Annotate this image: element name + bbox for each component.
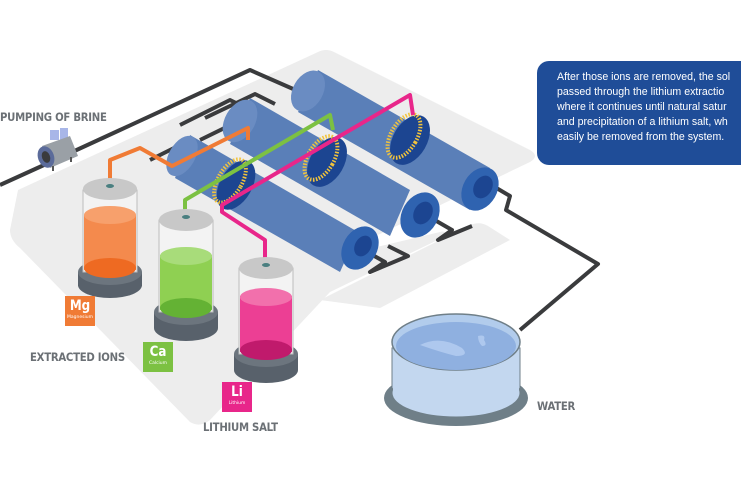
element-tile-lithium: Li Lithium — [222, 382, 252, 412]
extraction-column-back — [290, 70, 499, 211]
magnesium-tube — [108, 126, 250, 186]
info-line: where it continues until natural satur — [557, 101, 727, 113]
pumping-of-brine-label: PUMPING OF BRINE — [0, 110, 107, 124]
info-callout: After those ions are removed, the sol pa… — [537, 61, 741, 165]
lithium-salt-label: LITHIUM SALT — [203, 420, 278, 434]
element-symbol: Ca — [149, 344, 167, 360]
element-name: Calcium — [148, 361, 168, 366]
info-line: easily be removed from the system. — [557, 131, 725, 143]
info-line: and precipitation of a lithium salt, wh — [557, 116, 728, 128]
element-tile-magnesium: Mg Magnesium — [65, 296, 95, 326]
extraction-column-front — [166, 135, 379, 272]
lithium-vessel — [234, 257, 298, 383]
element-name: Magnesium — [67, 315, 93, 320]
extracted-ions-label: EXTRACTED IONS — [30, 350, 125, 364]
info-line: After those ions are removed, the sol — [557, 71, 731, 83]
magnesium-vessel — [78, 178, 142, 298]
extraction-column-middle — [222, 98, 440, 238]
water-label: WATER — [537, 399, 576, 413]
element-name: Lithium — [228, 401, 246, 406]
brine-pump — [37, 128, 78, 171]
element-symbol: Mg — [69, 298, 91, 314]
water-tank — [384, 313, 528, 426]
info-line: passed through the lithium extractio — [557, 86, 725, 98]
platform-lower — [320, 223, 510, 308]
calcium-vessel — [154, 209, 218, 341]
element-tile-calcium: Ca Calcium — [143, 342, 173, 372]
calcium-tube — [183, 113, 335, 218]
element-symbol: Li — [231, 384, 243, 400]
lithium-tube — [220, 93, 415, 266]
